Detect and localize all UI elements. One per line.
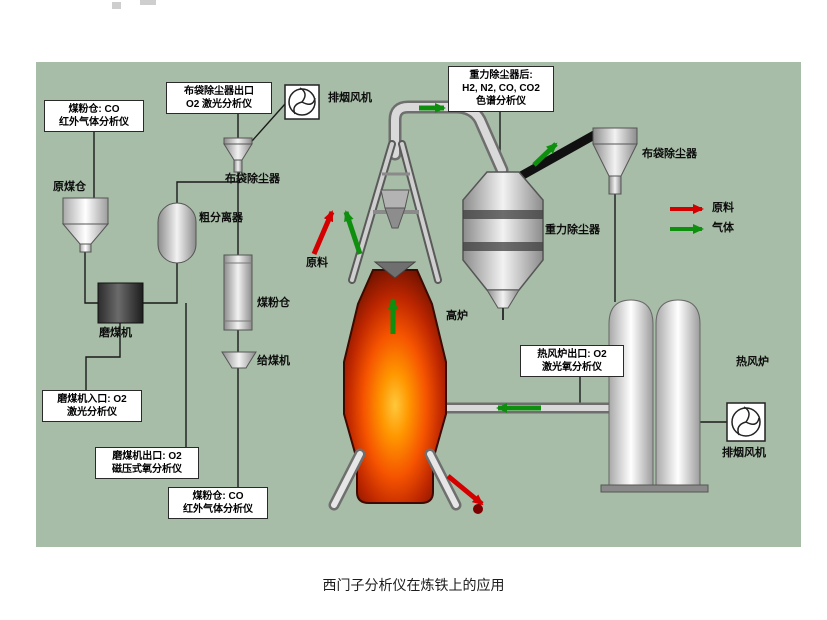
label-exhaust-fan-right: 排烟风机 [722,447,766,459]
process-diagram: 布袋除尘器出口 O2 激光分析仪 煤粉仓: CO 红外气体分析仪 重力除尘器后:… [36,62,801,547]
diagram-canvas [61,84,766,514]
molten-iron-spot [473,504,483,514]
label-coal-powder-bin: 煤粉仓 [257,297,290,309]
exhaust-fan-right-icon [726,402,766,442]
furnace-legs [328,448,462,511]
scan-artifact [112,2,121,9]
legend-arrows [670,204,704,234]
coal-mill-shape [97,282,144,324]
analyzer-box-coal-bin-bottom: 煤粉仓: CO 红外气体分析仪 [168,487,268,520]
coarse-separator-shape [157,202,197,264]
exhaust-fan-top-icon [284,84,320,120]
coal-feeder-shape [221,351,257,369]
gas-arrow-to-bagfilter [532,142,558,167]
label-coal-feeder: 给煤机 [257,355,290,367]
furnace-top-hopper [380,189,410,229]
furnace-frame [348,140,442,284]
label-exhaust-fan-top: 排烟风机 [328,92,372,104]
flow-arrows [311,103,558,514]
hot-stove-shape [600,299,709,493]
analyzer-box-mill-outlet: 磨煤机出口: O2 磁压式氧分析仪 [95,447,199,480]
coal-powder-bin-shape [223,254,253,331]
label-coal-mill: 磨煤机 [99,327,132,339]
label-coarse-separator: 粗分离器 [199,212,243,224]
bag-filter-left-shape [223,137,253,173]
analyzer-box-hot-stove-outlet: 热风炉出口: O2 激光氧分析仪 [520,345,624,378]
gas-arrow-uptake [343,210,363,255]
label-gravity-collector: 重力除尘器 [545,224,600,236]
label-hot-stove: 热风炉 [736,356,769,368]
analyzer-box-gravity-collector: 重力除尘器后: H2, N2, CO, CO2 色谱分析仪 [448,66,554,112]
caption: 西门子分析仪在炼铁上的应用 [322,577,505,593]
legend-material-label: 原料 [712,202,734,214]
bag-filter-right-shape [592,127,638,195]
label-bag-filter-right: 布袋除尘器 [642,148,697,160]
analyzer-box-coal-bin-top: 煤粉仓: CO 红外气体分析仪 [44,100,144,133]
scan-artifact [140,0,156,5]
label-bag-filter-left: 布袋除尘器 [225,173,280,185]
label-blast-furnace: 高炉 [446,310,468,322]
material-arrow-tap [446,474,484,506]
material-arrow-charge [311,210,335,255]
label-raw-coal-bin: 原煤仓 [53,181,86,193]
black-pipe [516,129,601,181]
legend-gas-label: 气体 [712,222,734,234]
label-raw-material: 原料 [306,257,328,269]
raw-coal-bin-shape [61,197,110,253]
analyzer-box-bag-filter-outlet: 布袋除尘器出口 O2 激光分析仪 [166,82,272,115]
gravity-collector-shape [462,171,544,320]
connector-lines [84,103,727,487]
analyzer-box-mill-inlet: 磨煤机入口: O2 激光分析仪 [42,390,142,423]
